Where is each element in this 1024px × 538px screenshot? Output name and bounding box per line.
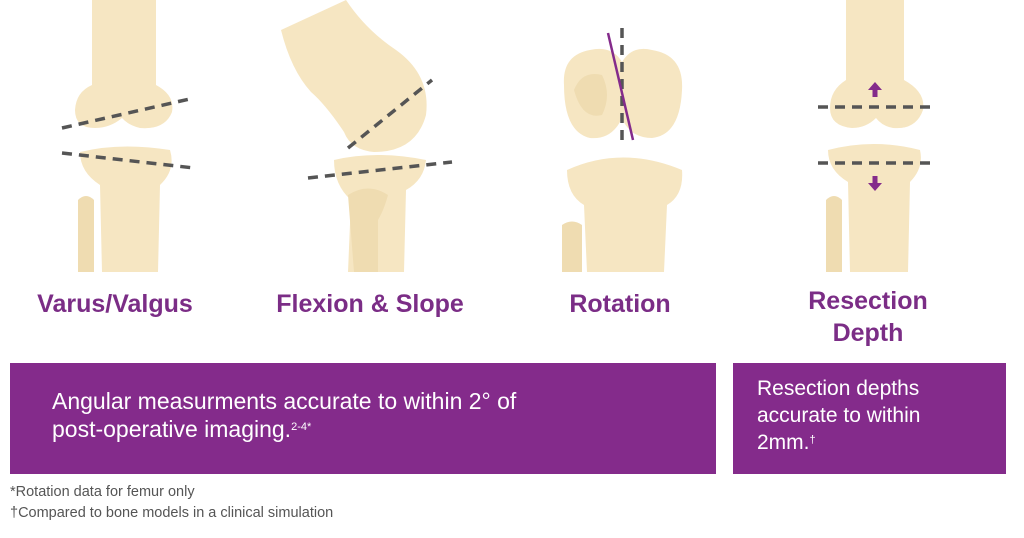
fibula-bone	[562, 221, 582, 272]
fibula-bone	[826, 196, 842, 272]
femur-bone	[75, 0, 173, 129]
footnote-compared: †Compared to bone models in a clinical s…	[10, 505, 334, 521]
rotation-illustration	[562, 28, 683, 272]
resection-accuracy-box: Resection depths accurate to within 2mm.…	[733, 363, 1006, 474]
rotation-panel	[512, 0, 768, 285]
resection-line3: 2mm.†	[757, 429, 997, 456]
resection-depth-illustration	[818, 0, 936, 272]
varus-valgus-label: Varus/Valgus	[37, 290, 193, 318]
flexion-line	[346, 78, 434, 150]
angular-line2-text: post-operative imaging.	[52, 416, 292, 442]
footnote-rotation: *Rotation data for femur only	[10, 484, 195, 500]
resection-line3-text: 2mm.	[757, 431, 810, 454]
angular-citation: 2-4*	[291, 421, 312, 433]
resection-line1: Resection depths	[757, 377, 920, 400]
angular-line2: post-operative imaging.2-4*	[52, 415, 692, 443]
resection-depth-panel	[768, 0, 1024, 285]
femur-bone	[281, 0, 427, 152]
tibia-bone	[80, 146, 172, 272]
rotation-label: Rotation	[569, 290, 671, 318]
tibia-bone	[828, 144, 921, 272]
angular-accuracy-text: Angular measurments accurate to within 2…	[52, 387, 692, 443]
arrow-down-icon	[868, 176, 882, 191]
slope-line	[307, 160, 453, 180]
resection-depth-label: Resection Depth	[768, 285, 968, 349]
rotation-line	[606, 32, 635, 141]
angular-line1: Angular measurments accurate to within 2…	[52, 388, 517, 414]
tibial-cut-line	[61, 151, 195, 170]
varus-valgus-panel	[0, 0, 256, 285]
flexion-slope-label: Flexion & Slope	[276, 290, 464, 318]
fibula-bone	[78, 196, 94, 272]
flexion-slope-panel	[256, 0, 512, 285]
resection-accuracy-text: Resection depths accurate to within 2mm.…	[757, 375, 997, 456]
resection-label-line2: Depth	[832, 319, 904, 347]
resection-line2: accurate to within	[757, 404, 921, 427]
resection-label-line1: Resection	[808, 287, 928, 315]
femur-bone	[830, 0, 924, 129]
angular-accuracy-box: Angular measurments accurate to within 2…	[10, 363, 716, 474]
arrow-up-icon	[868, 82, 882, 97]
femur-condyle-shade	[574, 74, 607, 116]
femoral-cut-line	[61, 96, 195, 130]
flexion-slope-illustration	[281, 0, 453, 272]
varus-valgus-illustration	[61, 0, 195, 272]
fibula-bone	[348, 188, 388, 272]
tibia-bone	[567, 157, 683, 272]
resection-citation: †	[809, 434, 816, 446]
